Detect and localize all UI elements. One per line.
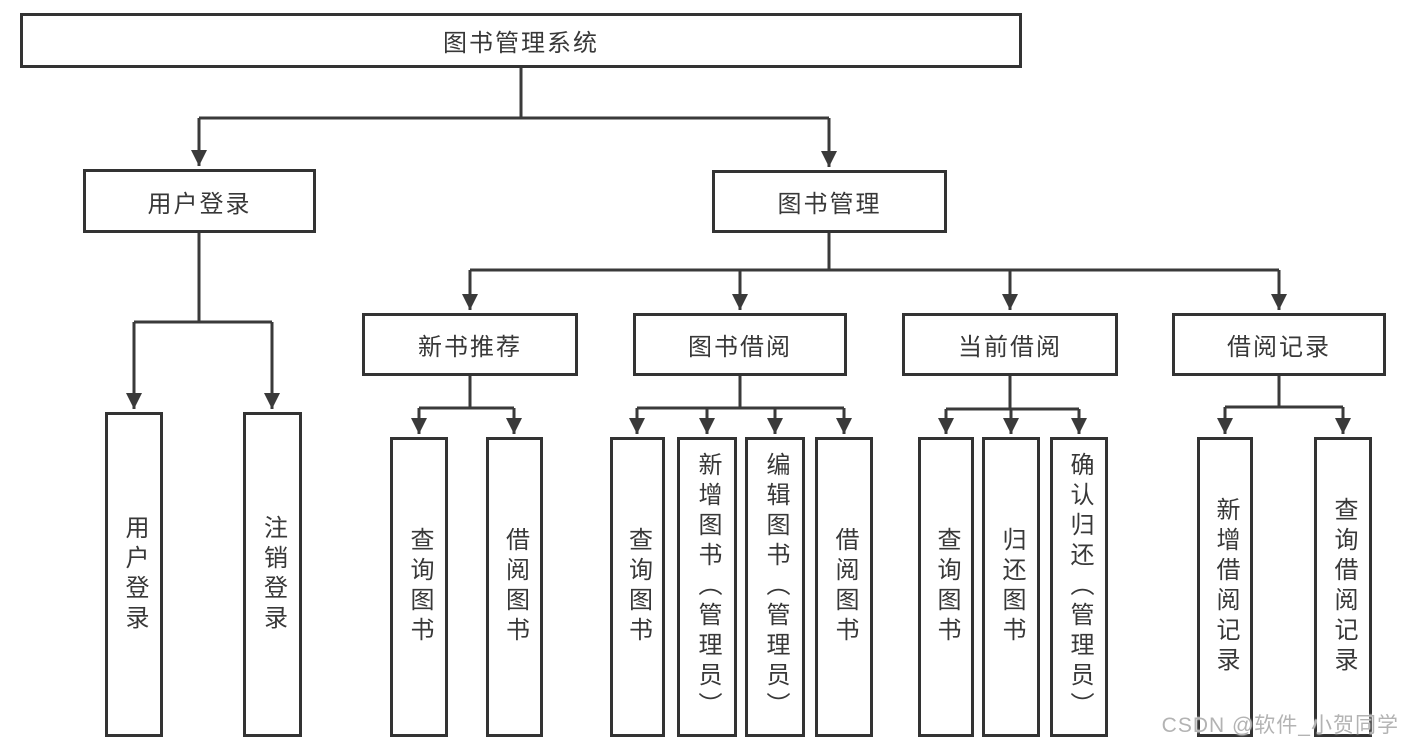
leaf-query-books: 查询图书 [610, 437, 665, 737]
leaf-query-books: 查询图书 [390, 437, 448, 737]
leaf-label: 注销登录 [259, 514, 287, 635]
node-user-login: 用户登录 [83, 169, 316, 233]
leaf-logout: 注销登录 [243, 412, 302, 737]
leaf-query-books: 查询图书 [918, 437, 974, 737]
leaf-label: 编辑图书（管理员） [762, 452, 789, 722]
leaf-confirm-return-admin: 确认归还（管理员） [1050, 437, 1108, 737]
node-label: 借阅记录 [1227, 334, 1331, 361]
leaf-label: 借阅图书 [831, 527, 858, 647]
node-label: 图书借阅 [688, 334, 792, 361]
leaf-label: 新增借阅记录 [1212, 497, 1239, 677]
leaf-label: 归还图书 [998, 527, 1025, 647]
csdn-watermark: CSDN @软件_小贺同学 [1161, 714, 1399, 737]
leaf-label: 查询借阅记录 [1330, 497, 1357, 677]
node-book-borrowing: 图书借阅 [633, 313, 847, 376]
leaf-add-books-admin: 新增图书（管理员） [677, 437, 737, 737]
leaf-borrow-books: 借阅图书 [486, 437, 543, 737]
leaf-label: 新增图书（管理员） [694, 452, 721, 722]
node-label: 当前借阅 [958, 334, 1062, 361]
leaf-borrow-books: 借阅图书 [815, 437, 873, 737]
leaf-label: 借阅图书 [501, 527, 529, 647]
leaf-label: 查询图书 [624, 527, 652, 647]
leaf-label: 确认归还（管理员） [1066, 452, 1093, 722]
leaf-return-books: 归还图书 [982, 437, 1040, 737]
node-library-management-system: 图书管理系统 [20, 13, 1022, 68]
leaf-label: 查询图书 [933, 527, 960, 647]
node-book-management: 图书管理 [712, 170, 947, 233]
node-label: 新书推荐 [418, 334, 522, 361]
leaf-query-borrow-record: 查询借阅记录 [1314, 437, 1372, 737]
leaf-add-borrow-record: 新增借阅记录 [1197, 437, 1253, 737]
leaf-edit-books-admin: 编辑图书（管理员） [745, 437, 805, 737]
leaf-label: 查询图书 [406, 527, 433, 647]
node-borrowing-records: 借阅记录 [1172, 313, 1386, 376]
leaf-label: 用户登录 [121, 514, 148, 635]
node-current-borrowing: 当前借阅 [902, 313, 1118, 376]
leaf-user-login: 用户登录 [105, 412, 163, 737]
node-new-book-recommendation: 新书推荐 [362, 313, 578, 376]
node-label: 用户登录 [147, 190, 252, 218]
node-label: 图书管理 [777, 191, 882, 218]
node-label: 图书管理系统 [443, 30, 599, 57]
